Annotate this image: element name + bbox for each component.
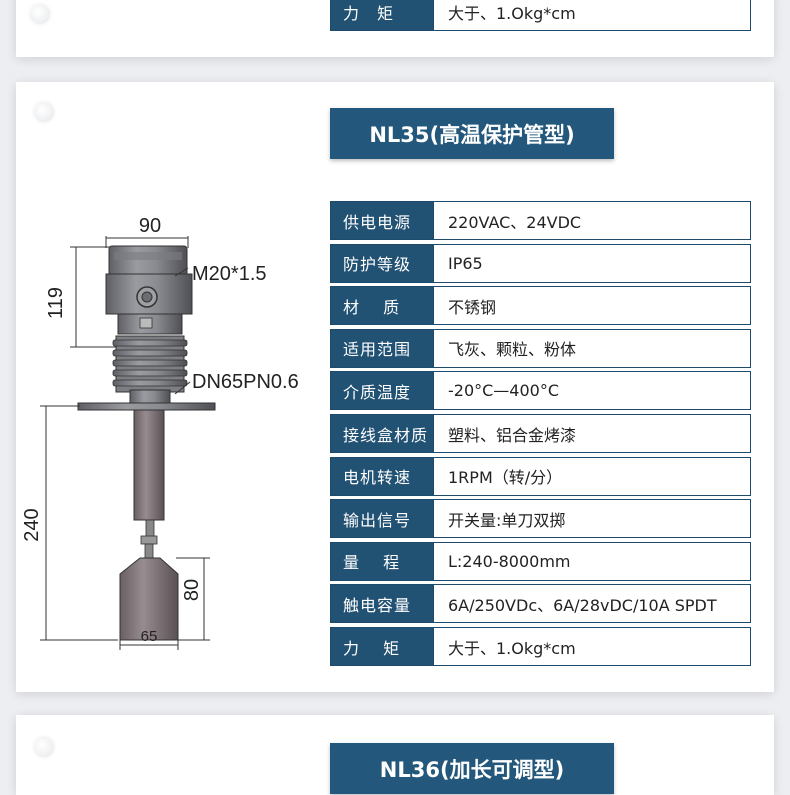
protection-tube [133, 409, 165, 521]
spec-value: 220VAC、24VDC [433, 202, 750, 239]
spec-row-torque-previous: 力 矩 大于、1.Okg*cm [330, 0, 751, 31]
dim-blade-width-label: 65 [141, 628, 158, 645]
spec-value: IP65 [433, 244, 750, 282]
spec-label: 适用范围 [331, 329, 433, 367]
dim-head-height-label: 119 [45, 287, 67, 319]
product-dimension-diagram: 90 119 M20*1.5 DN65PN0.6 240 [21, 215, 299, 650]
dim-width-label: 90 [139, 215, 161, 237]
spec-value: 1RPM（转/分） [433, 457, 750, 495]
spec-value: 飞灰、颗粒、粉体 [433, 329, 750, 367]
spec-row: 输出信号开关量:单刀双掷 [330, 499, 751, 539]
decorative-circle-icon [30, 4, 50, 24]
dimension-head-height: 119 [45, 246, 118, 348]
spec-label: 材 质 [331, 287, 433, 325]
dim-length-label: 240 [21, 508, 43, 541]
dim-thread-label: M20*1.5 [192, 263, 267, 285]
spec-label: 输出信号 [331, 500, 433, 538]
dimension-length: 240 [21, 405, 118, 641]
spec-label: 量 程 [331, 542, 433, 580]
spec-label: 供电电源 [331, 202, 433, 239]
next-product-title: NL36(加长可调型) [330, 743, 614, 794]
decorative-circle-icon [34, 102, 54, 122]
spec-row: 介质温度-20°C—400°C [330, 371, 751, 411]
dimension-blade-width: 65 [119, 628, 179, 650]
decorative-circle-icon [34, 737, 54, 757]
spec-value: -20°C—400°C [433, 372, 750, 410]
spec-label: 触电容量 [331, 585, 433, 623]
spec-label: 力 矩 [331, 628, 433, 665]
spec-value: 不锈钢 [433, 287, 750, 325]
cooling-fins [112, 335, 188, 405]
dimension-blade-height: 80 [176, 557, 210, 641]
spec-value: 大于、1.Okg*cm [433, 628, 750, 665]
spec-label: 介质温度 [331, 372, 433, 410]
spec-value: 开关量:单刀双掷 [433, 500, 750, 538]
spec-row: 电机转速 1RPM（转/分） [330, 456, 751, 496]
dim-flange-label: DN65PN0.6 [192, 371, 299, 393]
spec-row: 接线盒材质塑料、铝合金烤漆 [330, 414, 751, 453]
dimension-width-top: 90 [105, 215, 189, 248]
spec-value: 塑料、铝合金烤漆 [433, 415, 750, 452]
spec-label: 防护等级 [331, 244, 433, 282]
spec-label: 接线盒材质 [331, 415, 433, 452]
spec-label: 电机转速 [331, 457, 433, 495]
spec-row: 力 矩大于、1.Okg*cm [330, 627, 751, 666]
spec-value: L:240-8000mm [433, 542, 750, 580]
dim-blade-height-label: 80 [181, 579, 203, 601]
flange [77, 402, 216, 411]
spec-row: 材 质不锈钢 [330, 286, 751, 326]
spec-value: 6A/250VDc、6A/28vDC/10A SPDT [433, 585, 750, 623]
spec-label: 力 矩 [331, 0, 433, 30]
spec-row: 适用范围飞灰、颗粒、粉体 [330, 328, 751, 368]
housing-head [105, 245, 193, 335]
product-title: NL35(高温保护管型) [330, 108, 614, 159]
spec-value: 大于、1.Okg*cm [433, 0, 750, 30]
